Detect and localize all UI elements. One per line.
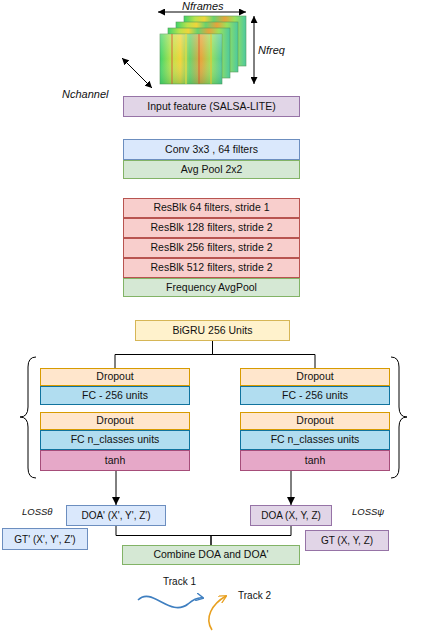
layer-box: GT' (X', Y', Z') [2,528,88,550]
layer-label: Input feature (SALSA-LITE) [147,101,275,113]
layer-label: Dropout [296,371,333,383]
layer-box: tanh [40,450,190,471]
spectrogram-streak [199,34,200,84]
layer-box: GT (X, Y, Z) [305,530,389,551]
connector [116,526,211,545]
layer-box: ResBlk 256 filters, stride 2 [123,238,300,258]
layer-box: Conv 3x3 , 64 filters [123,139,300,160]
track-label: Track 2 [238,590,271,601]
dimension-label: Nchannel [62,88,108,100]
layer-box: ResBlk 128 filters, stride 2 [123,218,300,238]
layer-label: DOA (X, Y, Z) [261,510,321,521]
connector [213,341,316,368]
layer-box: BiGRU 256 Units [135,320,290,341]
layer-box: Combine DOA and DOA' [122,545,300,565]
track-label: Track 1 [163,576,196,587]
layer-label: FC - 256 units [282,390,348,402]
layer-label: BiGRU 256 Units [173,325,253,337]
curly-bracket [391,357,407,478]
track-curve [209,596,226,630]
layer-box: DOA (X, Y, Z) [250,505,332,526]
layer-label: ResBlk 512 filters, stride 2 [151,262,273,274]
layer-box: Dropout [40,368,190,386]
spectrogram-layer [160,34,222,84]
layer-label: ResBlk 128 filters, stride 2 [151,222,273,234]
layer-box: Frequency AvgPool [123,278,300,297]
layer-box: FC n_classes units [240,430,390,450]
layer-box: Dropout [240,412,390,430]
layer-label: Dropout [96,415,133,427]
loss-label: LOSSθ [22,507,53,517]
layer-label: Conv 3x3 , 64 filters [165,144,258,156]
dimension-arrow [122,58,152,88]
dimension-label: Nfreq [258,44,285,56]
layer-label: Combine DOA and DOA' [153,549,268,561]
connector [291,471,292,505]
curly-bracket [20,357,36,478]
layer-box: ResBlk 64 filters, stride 1 [123,198,300,218]
layer-label: FC n_classes units [271,434,360,446]
loss-label: LOSSψ [352,507,384,517]
layer-box: Avg Pool 2x2 [123,160,300,179]
track-curve [138,596,203,607]
layer-label: DOA' (X', Y', Z') [81,510,150,521]
layer-label: tanh [305,455,325,467]
layer-box: Dropout [40,412,190,430]
layer-box: DOA' (X', Y', Z') [66,505,166,526]
layer-label: ResBlk 256 filters, stride 2 [151,242,273,254]
connector [116,471,117,505]
connector [211,526,291,545]
layer-label: FC n_classes units [71,434,160,446]
layer-label: tanh [105,455,125,467]
dimension-arrow [254,16,255,84]
spectrogram-streak [210,34,211,84]
layer-box: FC n_classes units [40,430,190,450]
layer-label: ResBlk 64 filters, stride 1 [153,202,269,214]
layer-label: GT (X, Y, Z) [321,535,373,546]
layer-box: tanh [240,450,390,471]
layer-box: Input feature (SALSA-LITE) [123,96,300,117]
layer-box: Dropout [240,368,390,386]
spectrogram-streak [185,34,187,84]
dimension-label: Nframes [182,0,224,12]
layer-label: Dropout [96,371,133,383]
layer-label: Dropout [296,415,333,427]
layer-box: FC - 256 units [40,386,190,405]
spectrogram-stack [160,16,246,84]
spectrogram-streak [171,34,172,84]
connector [115,341,213,368]
spectrogram-shading [160,34,222,84]
layer-label: Avg Pool 2x2 [181,164,243,176]
layer-label: Frequency AvgPool [166,282,257,294]
layer-box: FC - 256 units [240,386,390,405]
layer-label: GT' (X', Y', Z') [14,534,75,545]
layer-box: ResBlk 512 filters, stride 2 [123,258,300,278]
layer-label: FC - 256 units [82,390,148,402]
